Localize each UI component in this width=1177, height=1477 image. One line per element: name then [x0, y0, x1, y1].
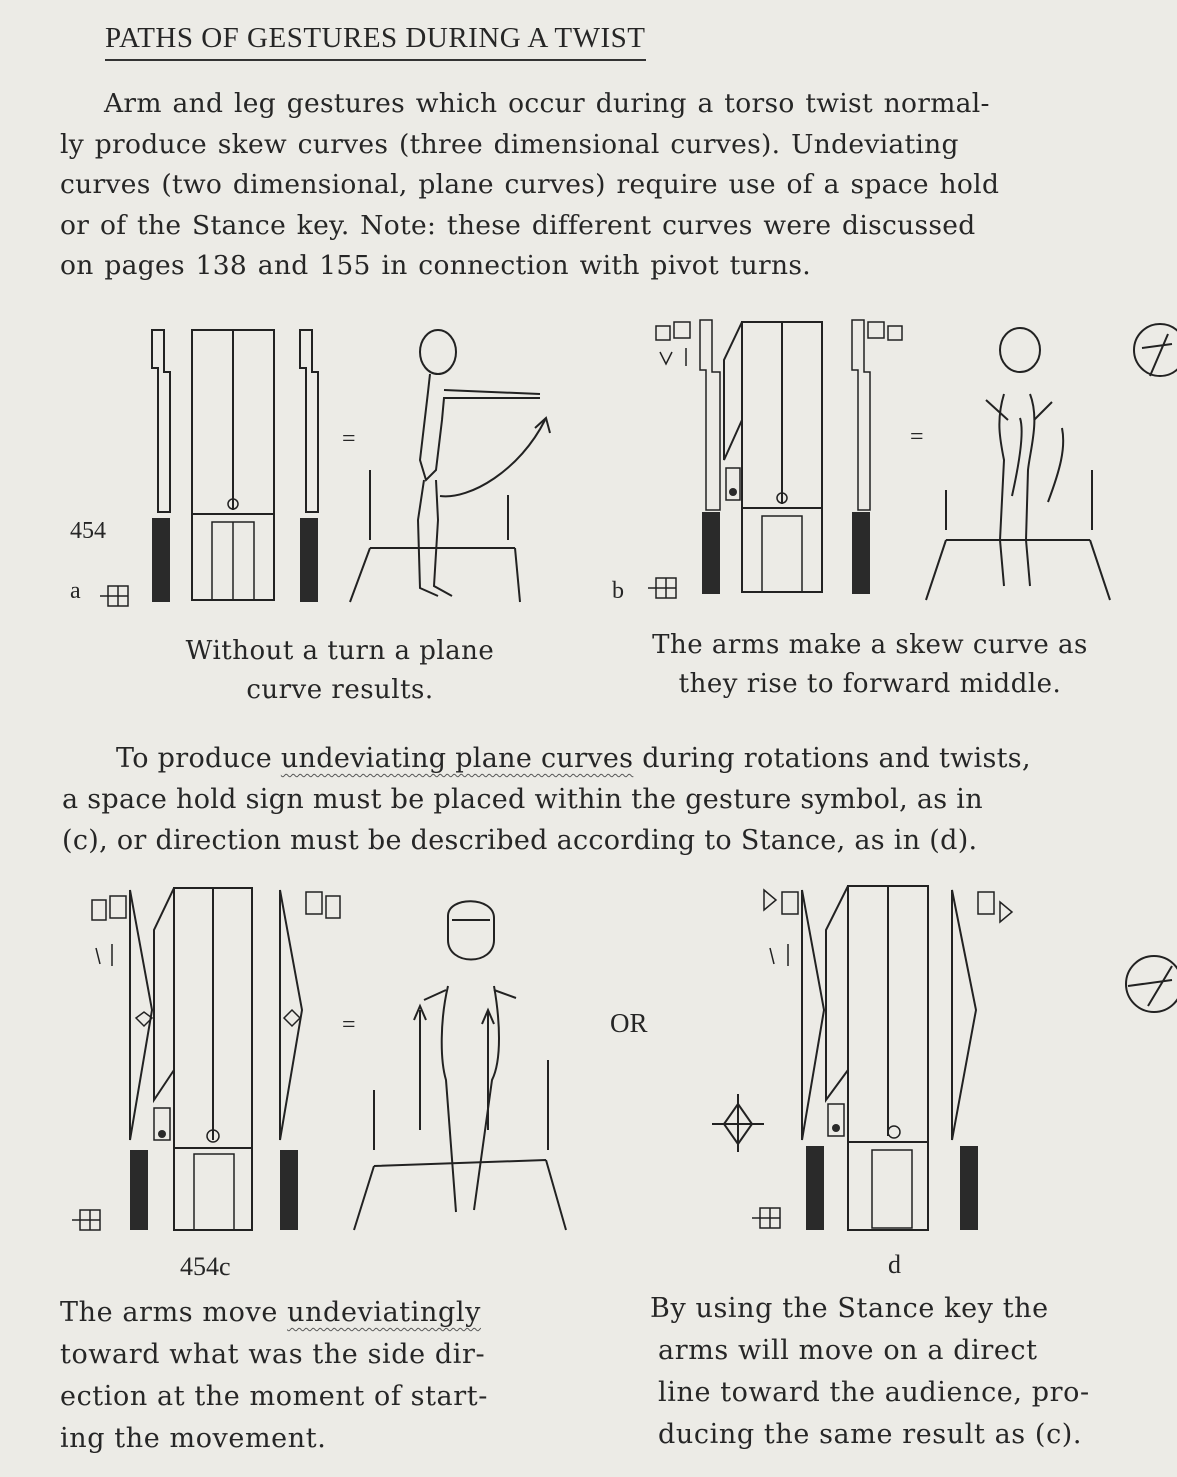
intro-line: curves (two dimensional, plane curves) r… [60, 169, 1000, 200]
hold-sign-icon [752, 1207, 781, 1229]
margin-mark-icon [1133, 323, 1177, 377]
page-heading: PATHS OF GESTURES DURING A TWIST [105, 22, 646, 61]
labanotation-staff-d [712, 885, 1177, 1231]
intro-line: or of the Stance key. Note: these differ… [60, 209, 976, 241]
caption-b: The arms make a skew curve as they rise … [600, 626, 1140, 704]
caption-c: The arms move undeviatingly toward what … [60, 1292, 488, 1460]
caption-c-line: toward what was the side dir- [60, 1339, 486, 1370]
caption-a-line: Without a turn a plane [185, 636, 495, 666]
labanotation-staff-c [72, 887, 567, 1231]
middle-line-2: a space hold sign must be placed within … [62, 784, 983, 815]
caption-c-line: The arms move undeviatingly [60, 1292, 488, 1334]
middle-line-1: To produce undeviating plane curves duri… [62, 738, 1152, 779]
figure-number: 454 [70, 518, 106, 544]
middle-text: during rotations and twists, [633, 743, 1031, 774]
middle-text: To produce [116, 743, 281, 774]
caption-d-line: By using the Stance key the [650, 1293, 1049, 1324]
dancer-figure-a [349, 329, 551, 603]
margin-mark-icon [1125, 955, 1177, 1013]
figure-a-letter: a [70, 578, 81, 604]
equals-sign-c: = [342, 1012, 356, 1038]
figure-c-label: 454c [180, 1252, 231, 1281]
middle-line-3: (c), or direction must be described acco… [62, 825, 978, 856]
caption-b-line: The arms make a skew curve as [652, 630, 1088, 660]
caption-c-line: ing the movement. [60, 1423, 327, 1454]
hold-sign-icon [648, 577, 677, 599]
underlined-phrase: undeviating plane curves [280, 743, 634, 774]
equals-sign-b: = [910, 424, 924, 450]
caption-d-line: ducing the same result as (c). [658, 1419, 1083, 1450]
labanotation-staff-a [100, 329, 551, 607]
intro-paragraph: Arm and leg gestures which occur during … [60, 84, 1135, 287]
or-label: OR [610, 1008, 648, 1038]
figure-b-letter: b [612, 578, 624, 604]
caption-b-line: they rise to forward middle. [678, 669, 1062, 699]
intro-line: on pages 138 and 155 in connection with … [60, 250, 811, 281]
dancer-figure-c [353, 900, 567, 1231]
hold-sign-icon [72, 1209, 101, 1231]
intro-line: Arm and leg gestures which occur during … [104, 88, 990, 119]
stance-key-icon [712, 1094, 764, 1152]
caption-a: Without a turn a plane curve results. [160, 632, 520, 710]
figure-d-label: d [888, 1250, 901, 1279]
middle-paragraph: To produce undeviating plane curves duri… [62, 738, 1152, 861]
caption-c-line: ection at the moment of start- [60, 1381, 488, 1412]
hold-sign-icon [100, 585, 129, 607]
caption-d-line: arms will move on a direct [658, 1335, 1038, 1366]
caption-c-text: The arms move [60, 1297, 288, 1328]
labanotation-staff-b [648, 319, 1177, 601]
caption-a-line: curve results. [246, 675, 434, 705]
equals-sign-a: = [342, 426, 356, 452]
dancer-figure-b [925, 327, 1111, 601]
caption-d-line: line toward the audience, pro- [658, 1377, 1090, 1408]
intro-line: ly produce skew curves (three dimensiona… [60, 128, 959, 160]
underlined-word: undeviatingly [287, 1297, 481, 1328]
caption-d: By using the Stance key the arms will mo… [650, 1288, 1090, 1456]
